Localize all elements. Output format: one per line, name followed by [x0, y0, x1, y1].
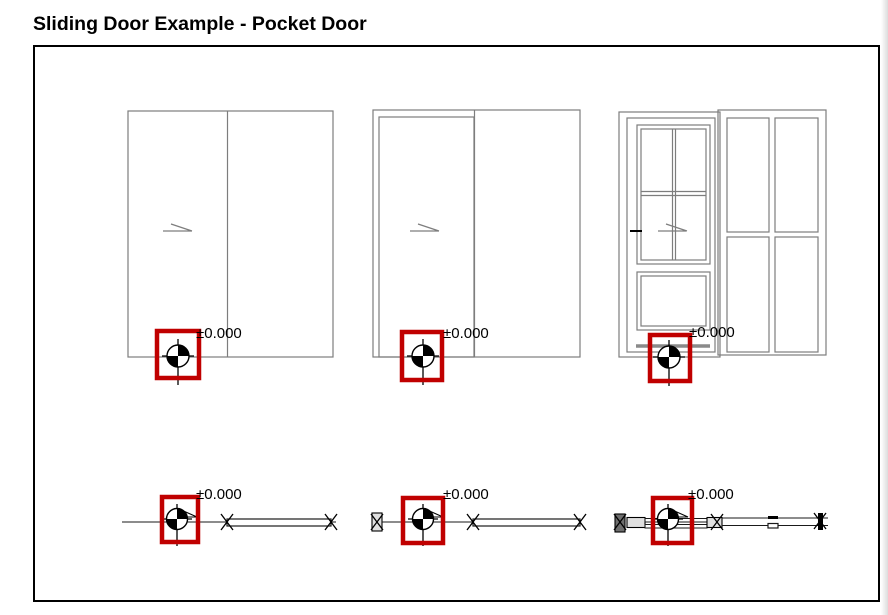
door-frame-outline [372, 109, 581, 358]
slide-direction-arrow-icon [658, 223, 688, 232]
panel-joint-mark [767, 522, 779, 529]
level-label: ±0.000 [443, 486, 489, 503]
door-leaf-outline [618, 111, 721, 358]
page-title: Sliding Door Example - Pocket Door [33, 13, 367, 35]
level-label: ±0.000 [688, 486, 734, 503]
highlight-box [399, 329, 445, 383]
level-label: ±0.000 [196, 325, 242, 342]
door-leaf-plan [472, 518, 581, 527]
glazing-frame [636, 124, 711, 265]
highlight-box [159, 494, 201, 545]
glazing-frame-inner [640, 128, 707, 261]
jamb-section [706, 516, 723, 529]
screen-edge-shade [881, 0, 888, 615]
slide-direction-arrow-icon [410, 223, 440, 232]
side-panel [726, 117, 770, 233]
sliding-panel-outline [378, 116, 475, 358]
highlight-box [647, 332, 693, 384]
plan-view-glazed: ±0.000 [613, 486, 828, 547]
survey-point-icon[interactable] [161, 503, 198, 547]
highlight-box [154, 328, 202, 381]
level-label: ±0.000 [689, 324, 735, 341]
side-panel [726, 236, 770, 353]
door-frame-outline [127, 110, 334, 358]
plan-view-pocket: ±0.000 [370, 486, 587, 547]
door-leaf-plan [226, 518, 332, 527]
side-panel-outline [717, 109, 827, 356]
panel-joint-mark [768, 516, 778, 519]
level-label: ±0.000 [443, 325, 489, 342]
plan-view-two-panel: ±0.000 [122, 486, 338, 547]
elevation-view-pocket: ±0.000 [372, 109, 581, 386]
survey-point-icon[interactable] [407, 503, 444, 547]
door-leaf-inner-frame [626, 117, 716, 353]
side-panel [774, 236, 819, 353]
door-stile-section [626, 516, 646, 529]
slide-direction-arrow-icon [163, 223, 193, 232]
elevation-view-two-panel: ±0.000 [127, 110, 334, 386]
highlight-box [650, 495, 695, 546]
level-label: ±0.000 [196, 486, 242, 503]
bottom-panel [636, 271, 711, 331]
side-panel [774, 117, 819, 233]
bottom-panel-inner [640, 275, 707, 327]
elevation-view-glazed: ±0.000 [618, 109, 827, 387]
highlight-box [400, 495, 446, 546]
